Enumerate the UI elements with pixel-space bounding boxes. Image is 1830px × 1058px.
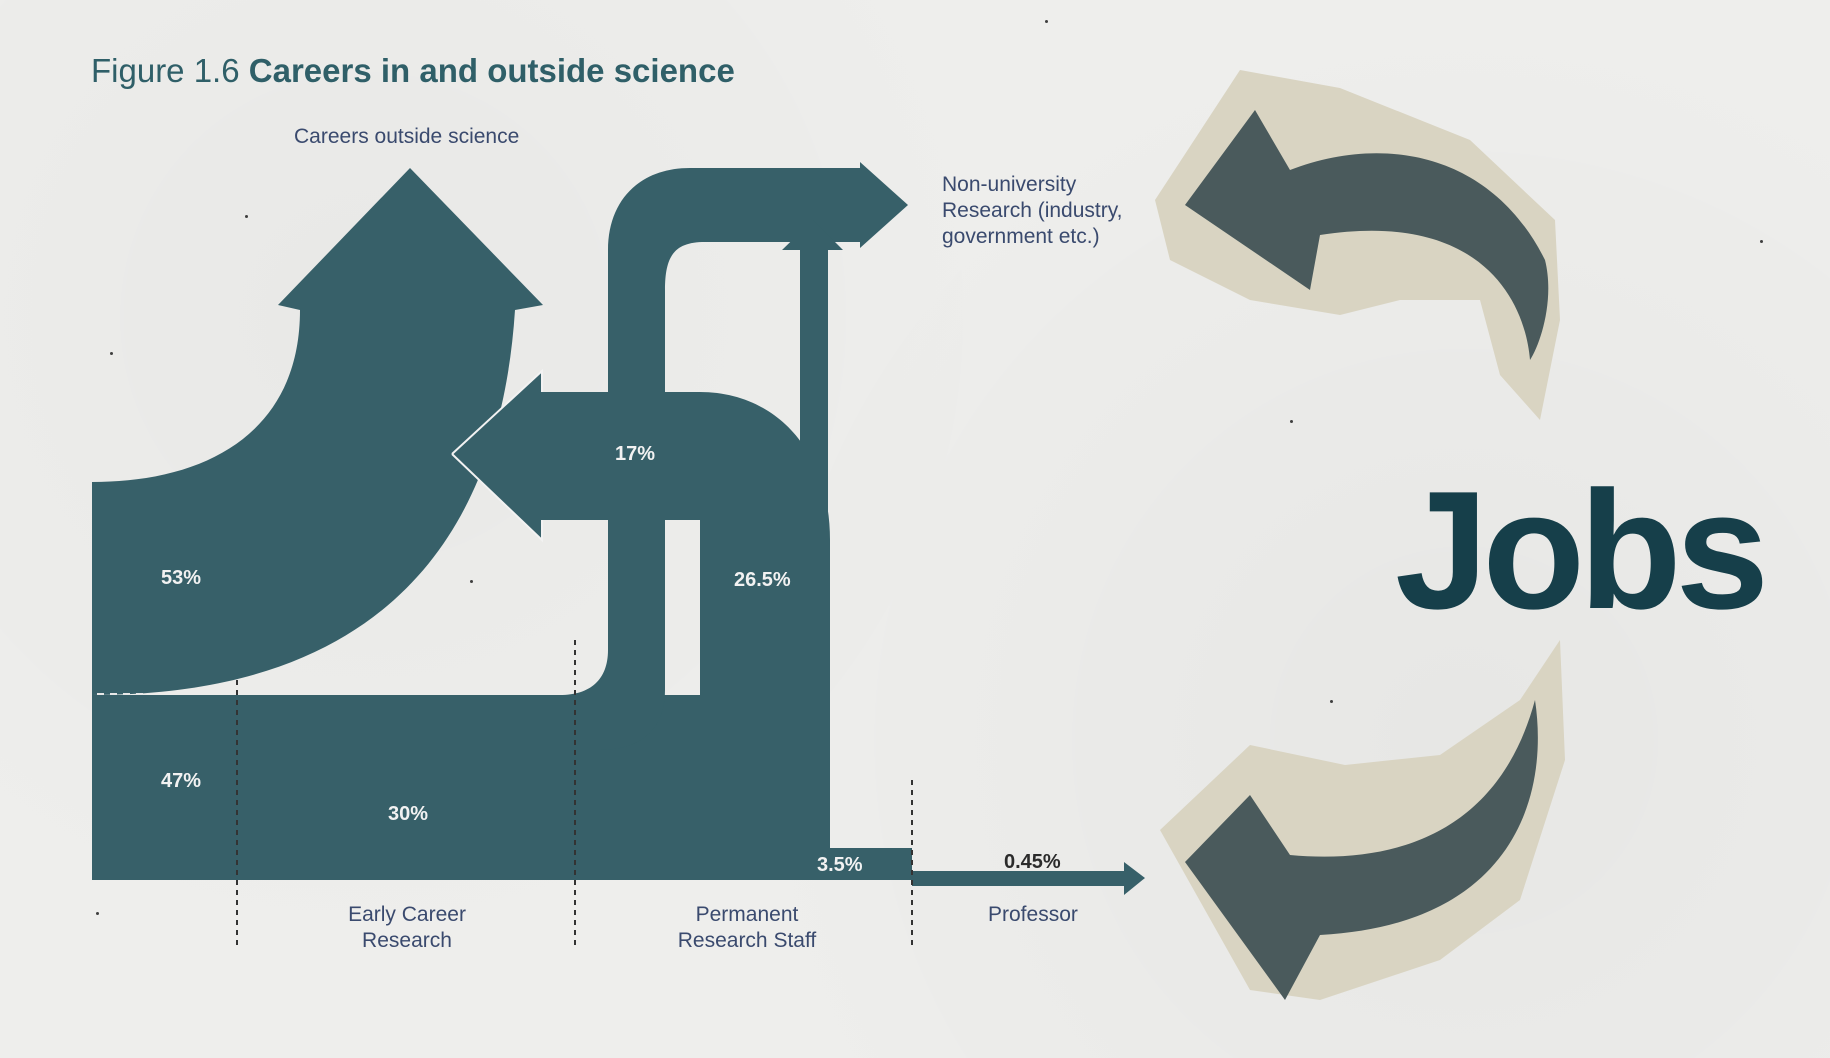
early-career-line2: Research: [362, 929, 452, 952]
pct-early-to-permanent: 30%: [388, 803, 429, 825]
jobs-word: Jobs: [1395, 456, 1769, 644]
pct-stay-in-science: 47%: [161, 770, 202, 792]
professor-flow: [912, 862, 1145, 895]
permanent-staff-line1: Permanent: [695, 903, 799, 926]
pct-non-university-from-permanent: 26.5%: [734, 569, 791, 591]
curved-arrow-up-icon: [1155, 70, 1560, 420]
pct-careers-outside: 53%: [161, 567, 202, 589]
figure-title-text: Careers in and outside science: [248, 52, 735, 89]
curved-arrow-down-icon: [1160, 640, 1565, 1000]
early-to-non-university-flow: [240, 162, 908, 750]
permanent-staff-label: Permanent Research Staff: [640, 902, 854, 954]
stage-separators: [236, 640, 913, 950]
pct-professor: 0.45%: [1004, 851, 1061, 873]
careers-outside-flow: [92, 168, 543, 695]
permanent-to-non-university-flow: [782, 220, 843, 540]
permanent-staff-line2: Research Staff: [677, 929, 817, 952]
early-career-line1: Early Career: [348, 903, 466, 926]
non-university-label-line2: Research (industry,: [942, 199, 1123, 222]
pct-to-professor: 3.5%: [817, 854, 863, 876]
figure-number: Figure 1.6: [91, 52, 240, 89]
early-career-label: Early Career Research: [300, 902, 514, 954]
non-university-label-line1: Non-university: [942, 173, 1077, 196]
professor-label: Professor: [988, 903, 1078, 926]
non-university-label-line3: government etc.): [942, 225, 1100, 248]
to-professor-flow: [770, 848, 912, 880]
pct-non-university-from-early: 17%: [615, 443, 656, 465]
figure-title: Figure 1.6 Careers in and outside scienc…: [91, 52, 735, 90]
permanent-to-outside-flow: [452, 371, 830, 848]
careers-outside-label: Careers outside science: [294, 125, 520, 148]
